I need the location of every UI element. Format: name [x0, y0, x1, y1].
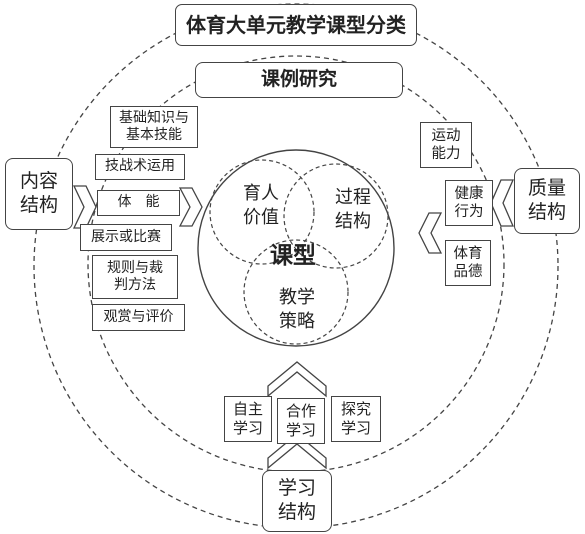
quality-structure-box: 质量 结构 — [514, 168, 580, 234]
venn-core-label: 课型 — [270, 242, 316, 269]
learning-item-autonomous: 自主 学习 — [224, 396, 272, 442]
quality-item-health: 健康 行为 — [445, 180, 493, 226]
quality-chevron-outer — [490, 179, 514, 227]
learning-item-cooperative: 合作 学习 — [277, 398, 325, 444]
content-chevron-inner — [178, 187, 203, 227]
content-item-rules: 规则与裁 判方法 — [92, 255, 178, 299]
venn-label-strategy: 教学 策略 — [279, 287, 315, 333]
diagram-title: 体育大单元教学课型分类 — [175, 4, 417, 46]
learning-chevron-inner — [267, 361, 327, 398]
venn-circle-strategy — [243, 239, 349, 345]
venn-circle-value — [209, 159, 315, 265]
content-item-appreciation: 观赏与评价 — [92, 304, 185, 331]
quality-item-morality: 体育 品德 — [445, 240, 491, 286]
quality-item-ability: 运动 能力 — [420, 122, 472, 168]
learning-structure-box: 学习 结构 — [262, 470, 332, 532]
content-item-tactics: 技战术运用 — [95, 154, 185, 180]
venn-label-process: 过程 结构 — [335, 187, 371, 233]
quality-chevron-inner — [418, 212, 443, 254]
venn-circle-process — [283, 163, 389, 269]
learning-item-inquiry: 探究 学习 — [331, 396, 381, 442]
case-study-box: 课例研究 — [195, 62, 403, 98]
content-item-basic-skills: 基础知识与 基本技能 — [110, 106, 198, 148]
venn-label-value: 育人 价值 — [243, 183, 279, 229]
inner-ring — [197, 149, 395, 347]
content-structure-box: 内容 结构 — [5, 158, 73, 230]
content-item-fitness: 体 能 — [97, 190, 180, 216]
content-item-show-compete: 展示或比赛 — [80, 224, 172, 251]
